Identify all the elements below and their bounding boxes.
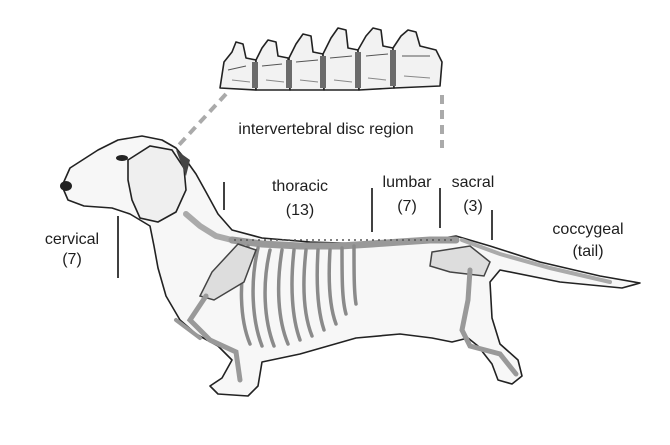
vertebra-1 (219, 41, 257, 91)
front-leg-bones (186, 293, 243, 383)
region-label-sacral: sacral (3) (440, 173, 506, 217)
region-name: cervical (44, 231, 100, 248)
spine (228, 236, 460, 250)
vertebra-6 (392, 29, 443, 89)
region-count: (13) (285, 202, 315, 219)
region-count: (tail) (572, 243, 604, 260)
region-name: sacral (451, 174, 495, 191)
scapula (198, 243, 257, 301)
dog-ear (127, 145, 187, 223)
dog-eye (116, 155, 128, 161)
tail-bones (460, 238, 612, 284)
callout-label: intervertebral disc region (206, 120, 446, 140)
region-count: (3) (463, 198, 483, 215)
region-label-coccygeal: coccygeal (tail) (536, 220, 640, 262)
vertebra-5 (357, 27, 395, 91)
callout-leader-left (176, 92, 228, 148)
ribcage (239, 244, 358, 348)
vertebrae-closeup (219, 27, 443, 91)
neck-vertebrae (183, 211, 235, 243)
region-label-thoracic: thoracic (13) (250, 177, 350, 221)
region-name: lumbar (382, 174, 432, 191)
vertebra-3 (288, 33, 325, 91)
region-name: coccygeal (552, 221, 624, 238)
region-label-cervical: cervical (7) (30, 230, 114, 270)
region-count: (7) (397, 198, 417, 215)
region-count: (7) (62, 251, 82, 268)
callout-text: intervertebral disc region (238, 121, 414, 138)
region-label-lumbar: lumbar (7) (370, 173, 444, 217)
region-name: thoracic (271, 178, 329, 195)
dog-nose (60, 181, 72, 191)
region-dividers (117, 182, 493, 278)
pelvis (429, 245, 491, 277)
hind-leg-bones (459, 267, 519, 377)
